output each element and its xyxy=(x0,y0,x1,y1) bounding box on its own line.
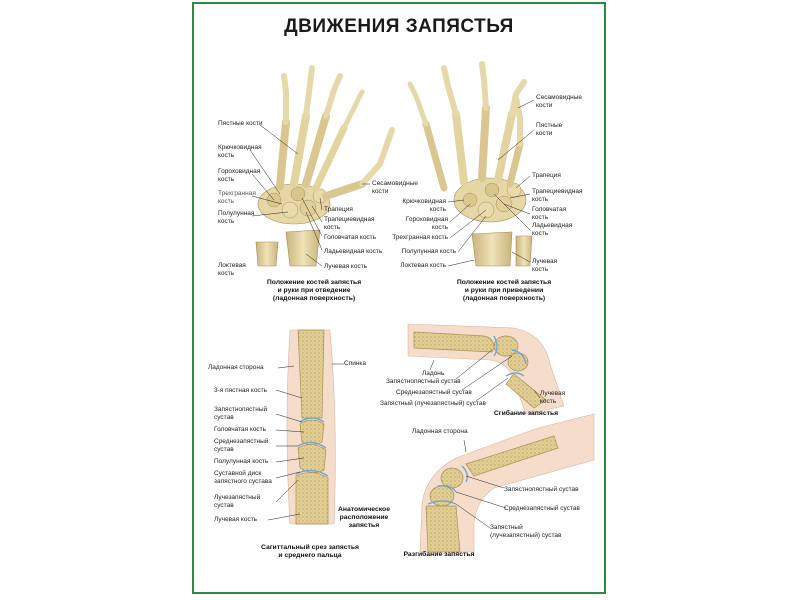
label-dorsal: Спинка xyxy=(344,360,367,367)
label-ulna-2: Локтевая кость xyxy=(400,262,446,269)
label-sesamoid: Сесамовидные кости xyxy=(372,180,419,195)
caption-adduction: Положение костей запястья и руки при при… xyxy=(456,279,552,302)
label-capitate: Головчатая кость xyxy=(324,234,377,241)
label-hamate: Крючковидная кость xyxy=(218,144,262,159)
label-midcarpal: Среднезапястный сустав xyxy=(214,438,269,453)
label-third-metacarpal: 3-я пястная кость xyxy=(214,387,268,394)
label-palmar-side: Ладонная сторона xyxy=(208,364,264,371)
label-pisiform: Гороховидная кость xyxy=(218,168,261,183)
label-trapezium-2: Трапеция xyxy=(532,172,561,179)
caption-anatomical-position: Анатомическое расположение запястья xyxy=(338,506,390,529)
label-midcarpal-4: Среднезапястный сустав xyxy=(396,389,472,396)
label-triquetrum: Трехгранная кость xyxy=(218,190,256,205)
label-radius: Лучевая кость xyxy=(324,263,368,270)
wrist-flexion-illustration xyxy=(407,323,565,415)
label-lunate: Полулунная кость xyxy=(218,210,255,225)
label-pisiform-2: Гороховидная кость xyxy=(405,216,448,231)
anatomy-illustrations xyxy=(249,61,595,553)
wrist-extension-illustration xyxy=(419,413,595,553)
label-palm: Ладонь xyxy=(422,370,445,377)
label-trapezoid: Трапециевидная кость xyxy=(324,216,375,231)
label-articular-disc: Суставной диск запястного сустава xyxy=(214,470,272,485)
label-lunate-2: Полулунная кость xyxy=(401,248,456,255)
caption-sagittal-section: Сагиттальный срез запястья и среднего па… xyxy=(260,544,360,559)
caption-extension: Разгибание запястья xyxy=(403,551,475,558)
label-triquetrum-2: Трехгранная кость xyxy=(392,234,448,241)
label-scaphoid-2: Ладьевидная кость xyxy=(532,222,573,237)
sagittal-section-illustration xyxy=(267,329,344,525)
label-radiocarpal: Лучезапястный сустав xyxy=(214,494,261,509)
label-hamate-2: Крючковидная кость xyxy=(402,198,446,213)
label-trapezium: Трапеция xyxy=(324,206,353,213)
label-capitate-2: Головчатая кость xyxy=(532,206,567,221)
label-sesamoid-2: Сесамовидные кости xyxy=(536,94,583,109)
label-ulna: Локтевая кость xyxy=(218,262,246,277)
label-radius-4: Лучевая кость xyxy=(540,390,566,405)
label-cmc-joint-4: Запястнопястный сустав xyxy=(386,378,461,385)
label-scaphoid: Ладьевидная кость xyxy=(324,248,383,255)
label-metacarpals: Пястные кости xyxy=(218,120,263,127)
label-cmc-joint-5: Запястнопястный сустав xyxy=(504,486,579,493)
label-metacarpals-2: Пястные кости xyxy=(536,122,563,137)
label-radius-2: Лучевая кость xyxy=(532,258,558,273)
label-palmar-side-5: Ладонная сторона xyxy=(412,428,468,435)
label-midcarpal-5: Среднезапястный сустав xyxy=(504,505,580,512)
label-radius-3: Лучевая кость xyxy=(214,516,258,523)
hand-adduction-illustration xyxy=(407,61,535,267)
label-radiocarpal-5: Запястный (лучезапястный) сустав xyxy=(490,524,562,539)
label-cmc-joint: Запястнопястный сустав xyxy=(214,406,268,421)
label-capitate-3: Головчатая кость xyxy=(214,426,267,433)
label-lunate-3: Полулунная кость xyxy=(214,458,269,465)
caption-abduction: Положение костей запястья и руки при отв… xyxy=(266,279,362,302)
poster-frame: ДВИЖЕНИЯ ЗАПЯСТЬЯ xyxy=(192,2,606,594)
label-radiocarpal-4: Запястный (лучезапястный) сустав xyxy=(380,400,486,407)
poster-title: ДВИЖЕНИЯ ЗАПЯСТЬЯ xyxy=(284,16,514,37)
label-trapezoid-2: Трапециевидная кость xyxy=(532,188,583,203)
hand-abduction-illustration xyxy=(249,65,395,267)
caption-flexion: Сгибание запястья xyxy=(493,410,559,417)
